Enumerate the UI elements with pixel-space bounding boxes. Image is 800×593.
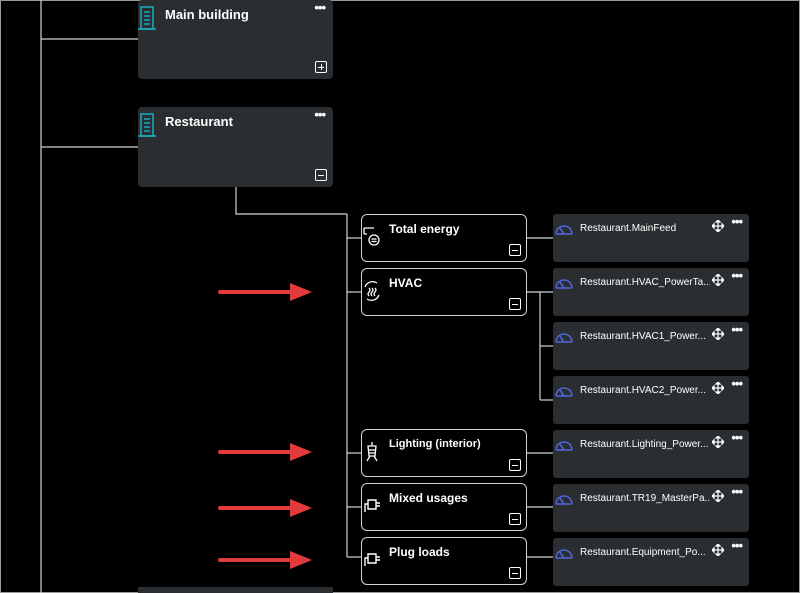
meter-node[interactable]: Restaurant.MainFeed •••	[553, 214, 749, 262]
building-node-main[interactable]: Main building •••	[138, 0, 333, 79]
collapse-button[interactable]	[509, 244, 521, 256]
more-menu-icon[interactable]: •••	[731, 538, 743, 553]
annotation-arrow-icon	[218, 499, 312, 517]
more-menu-icon[interactable]: •••	[731, 322, 743, 337]
meter-node[interactable]: Restaurant.HVAC_PowerTa... •••	[553, 268, 749, 316]
annotation-arrow-icon	[218, 443, 312, 461]
building-icon	[138, 6, 156, 30]
building-name: Main building	[165, 7, 249, 22]
move-icon[interactable]	[712, 274, 724, 286]
meter-node[interactable]: Restaurant.TR19_MasterPa... •••	[553, 484, 749, 532]
more-menu-icon[interactable]: •••	[314, 0, 326, 15]
meter-gauge-icon	[555, 333, 573, 343]
category-node-total-energy[interactable]: Total energy	[361, 214, 527, 262]
category-node-hvac[interactable]: HVAC	[361, 268, 527, 316]
more-menu-icon[interactable]: •••	[314, 107, 326, 122]
more-menu-icon[interactable]: •••	[731, 376, 743, 391]
meter-node[interactable]: Restaurant.Lighting_Power... •••	[553, 430, 749, 478]
category-node-plug-loads[interactable]: Plug loads	[361, 537, 527, 585]
meter-gauge-icon	[555, 441, 573, 451]
annotation-arrow-icon	[218, 551, 312, 569]
meter-node[interactable]: Restaurant.HVAC1_Power... •••	[553, 322, 749, 370]
more-menu-icon[interactable]: •••	[731, 214, 743, 229]
collapse-button[interactable]	[509, 513, 521, 525]
building-name: Restaurant	[165, 114, 233, 129]
expand-button[interactable]	[315, 61, 327, 73]
meter-gauge-icon	[555, 279, 573, 289]
meter-label: Restaurant.TR19_MasterPa...	[580, 493, 710, 504]
category-label: Mixed usages	[389, 491, 468, 505]
lighting-icon	[366, 442, 378, 462]
collapse-button[interactable]	[509, 567, 521, 579]
category-node-mixed-usages[interactable]: Mixed usages	[361, 483, 527, 531]
more-menu-icon[interactable]: •••	[731, 268, 743, 283]
category-label: Lighting (interior)	[389, 438, 481, 450]
more-menu-icon[interactable]: •••	[731, 484, 743, 499]
meter-label: Restaurant.MainFeed	[580, 223, 677, 234]
meter-label: Restaurant.Lighting_Power...	[580, 439, 709, 450]
meter-label: Restaurant.HVAC1_Power...	[580, 331, 706, 342]
meter-node[interactable]: Restaurant.HVAC2_Power... •••	[553, 376, 749, 424]
collapse-button[interactable]	[315, 169, 327, 181]
hvac-icon	[364, 281, 380, 301]
category-label: Plug loads	[389, 545, 450, 559]
category-label: Total energy	[389, 222, 460, 236]
collapse-button[interactable]	[509, 459, 521, 471]
plug-icon	[364, 553, 380, 566]
building-node-restaurant[interactable]: Restaurant •••	[138, 107, 333, 187]
move-icon[interactable]	[712, 382, 724, 394]
move-icon[interactable]	[712, 490, 724, 502]
meter-gauge-icon	[555, 549, 573, 559]
meter-node[interactable]: Restaurant.Equipment_Po... •••	[553, 538, 749, 586]
more-menu-icon[interactable]: •••	[731, 430, 743, 445]
collapse-button[interactable]	[509, 298, 521, 310]
total-energy-icon	[363, 227, 380, 246]
meter-gauge-icon	[555, 387, 573, 397]
meter-label: Restaurant.HVAC2_Power...	[580, 385, 706, 396]
move-icon[interactable]	[712, 544, 724, 556]
category-label: HVAC	[389, 276, 423, 290]
move-icon[interactable]	[712, 436, 724, 448]
plug-icon	[364, 499, 380, 512]
move-icon[interactable]	[712, 220, 724, 232]
meter-gauge-icon	[555, 495, 573, 505]
category-node-lighting[interactable]: Lighting (interior)	[361, 429, 527, 477]
move-icon[interactable]	[712, 328, 724, 340]
meter-label: Restaurant.HVAC_PowerTa...	[580, 277, 710, 288]
building-icon	[138, 113, 156, 137]
meter-label: Restaurant.Equipment_Po...	[580, 547, 706, 558]
meter-gauge-icon	[555, 225, 573, 235]
annotation-arrow-icon	[218, 283, 312, 301]
